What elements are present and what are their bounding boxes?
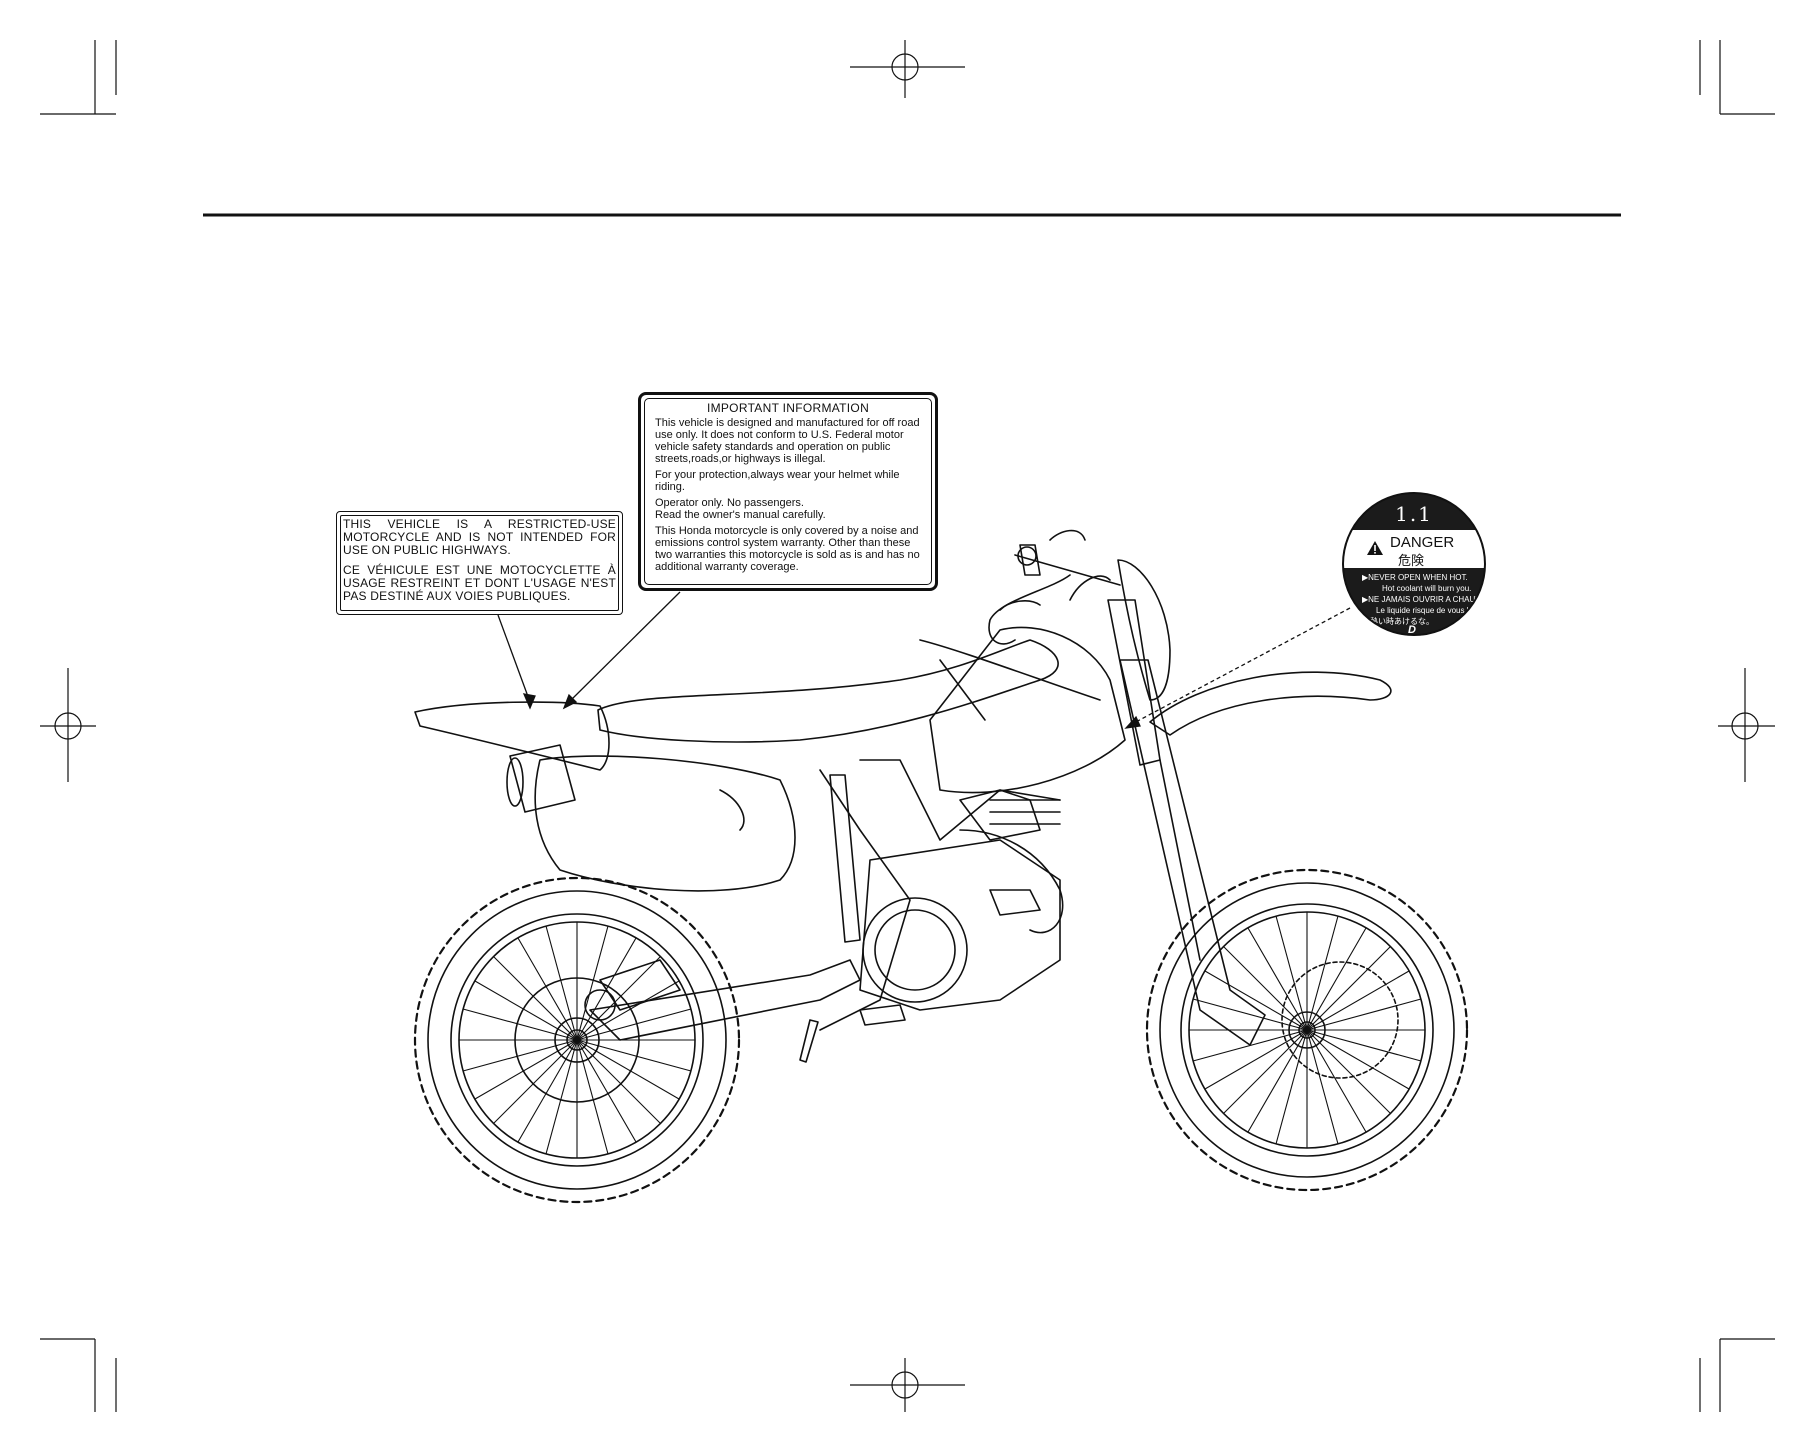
danger-warning-lines: ▶NEVER OPEN WHEN HOT. Hot coolant will b… xyxy=(1348,572,1484,627)
danger-kanji: 危険 xyxy=(1398,554,1425,569)
danger-word: DANGER xyxy=(1390,534,1455,551)
info-paragraph: This vehicle is designed and manufacture… xyxy=(655,417,920,465)
info-paragraph: For your protection,always wear your hel… xyxy=(655,469,900,493)
danger-line: ▶NE JAMAIS OUVRIR A CHAUD. xyxy=(1362,595,1484,604)
restricted-use-text-english: THIS VEHICLE IS A RESTRICTED-USE MOTORCY… xyxy=(343,517,616,557)
danger-header-band: DANGER 危険 xyxy=(1344,530,1484,569)
restricted-use-label: THIS VEHICLE IS A RESTRICTED-USE MOTORCY… xyxy=(336,511,623,615)
info-paragraph: This Honda motorcycle is only covered by… xyxy=(655,525,920,573)
front-wheel xyxy=(1145,868,1469,1192)
warning-triangle-icon xyxy=(1367,541,1383,555)
important-information-label: IMPORTANT INFORMATION This vehicle is de… xyxy=(638,392,938,591)
restricted-use-text-french: CE VÉHICULE EST UNE MOTOCYCLETTE À USAGE… xyxy=(343,563,616,603)
important-information-title: IMPORTANT INFORMATION xyxy=(706,401,870,415)
radiator-danger-label: 1.1 DANGER 危険 ▶NEVER OPEN WHEN HOT. Hot … xyxy=(1342,492,1486,636)
info-paragraph: Read the owner's manual carefully. xyxy=(655,509,826,521)
danger-line: Hot coolant will burn you. xyxy=(1382,584,1472,593)
rear-wheel xyxy=(413,876,741,1204)
danger-code: 1.1 xyxy=(1395,502,1433,526)
danger-line: ▶熱い時あけるな。 xyxy=(1362,617,1434,626)
info-paragraph: Operator only. No passengers. xyxy=(655,497,804,509)
danger-line: ▶NEVER OPEN WHEN HOT. xyxy=(1362,573,1468,582)
manufacturer-mark-logo: D xyxy=(1408,624,1416,636)
danger-line: Le liquide risque de vous brûler. xyxy=(1376,606,1486,615)
